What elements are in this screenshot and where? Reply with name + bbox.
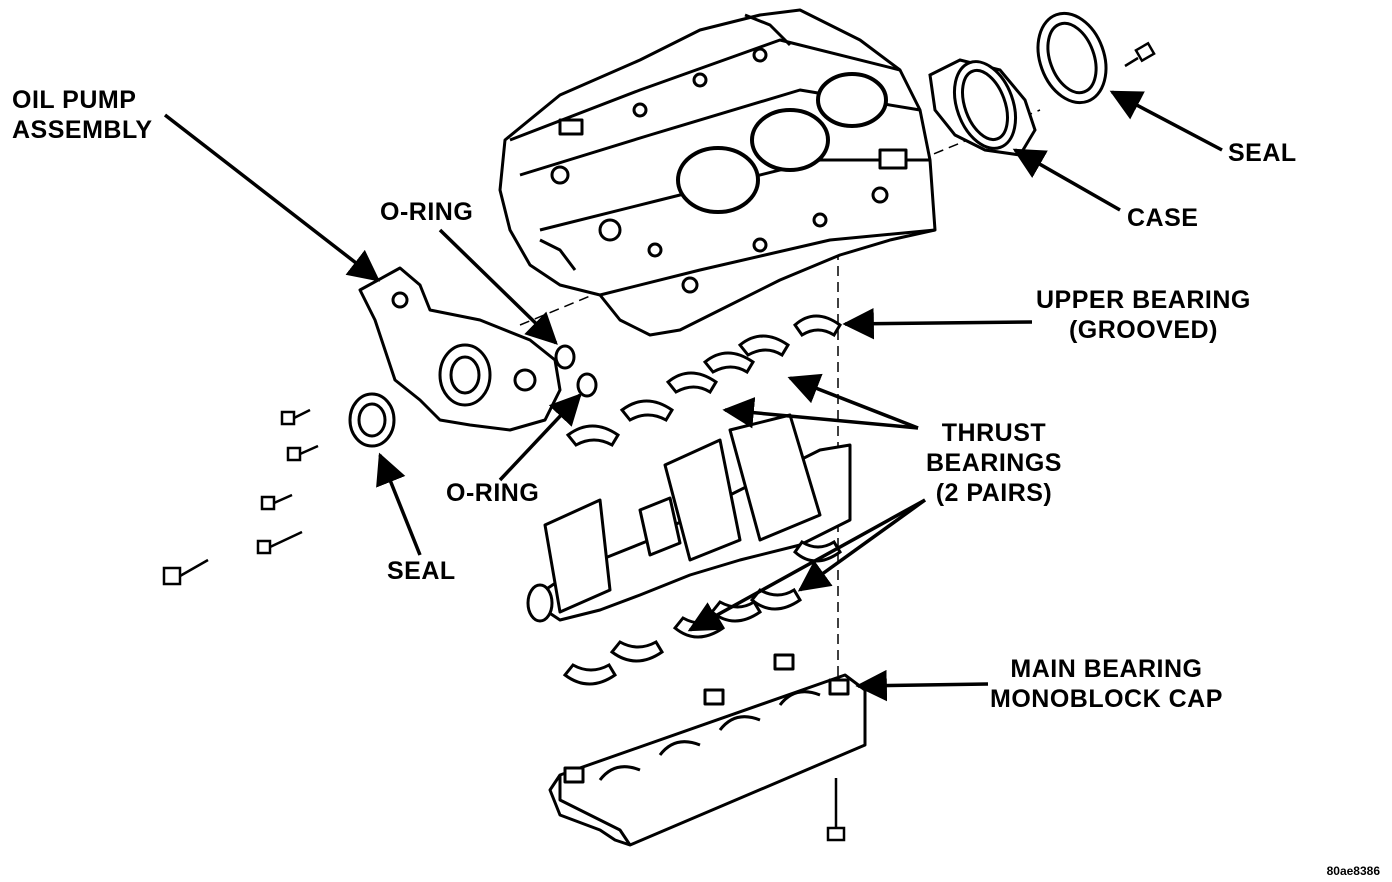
cap-bolt [826,778,846,842]
front-seal [348,392,396,448]
label-line: ASSEMBLY [12,116,153,144]
label-line: (2 PAIRS) [935,479,1053,507]
label-line: THRUST [941,419,1047,447]
rear-seal [1036,11,1108,105]
oil-pump-bolts [162,408,319,586]
rear-seal-retainer [928,58,1037,157]
o-rings [554,344,598,398]
label-o-ring-lower: O-RING [446,479,540,507]
label-oil-pump-assembly: OIL PUMP ASSEMBLY [12,85,153,145]
oil-pump [358,266,562,432]
label-case: CASE [1127,204,1199,232]
label-line: OIL PUMP [12,86,137,114]
crankshaft [526,413,852,623]
label-line: MAIN BEARING [1010,655,1203,683]
label-seal-rear: SEAL [1228,139,1297,167]
label-thrust-bearings: THRUST BEARINGS (2 PAIRS) [926,418,1062,508]
main-bearing-cap [548,653,867,847]
label-line: BEARINGS [926,449,1062,477]
label-line: UPPER BEARING [1036,286,1251,314]
label-seal-front: SEAL [387,557,456,585]
label-upper-bearing: UPPER BEARING (GROOVED) [1036,285,1251,345]
label-main-bearing-cap: MAIN BEARING MONOBLOCK CAP [990,654,1223,714]
engine-block [498,8,937,337]
figure-id: 80ae8386 [1326,864,1380,878]
label-o-ring-upper: O-RING [380,198,474,226]
label-line: MONOBLOCK CAP [990,685,1223,713]
leader-arrows [163,90,1223,702]
label-line: (GROOVED) [1068,316,1218,344]
rear-bolt [1124,41,1156,68]
upper-bearing-shells [565,314,842,448]
